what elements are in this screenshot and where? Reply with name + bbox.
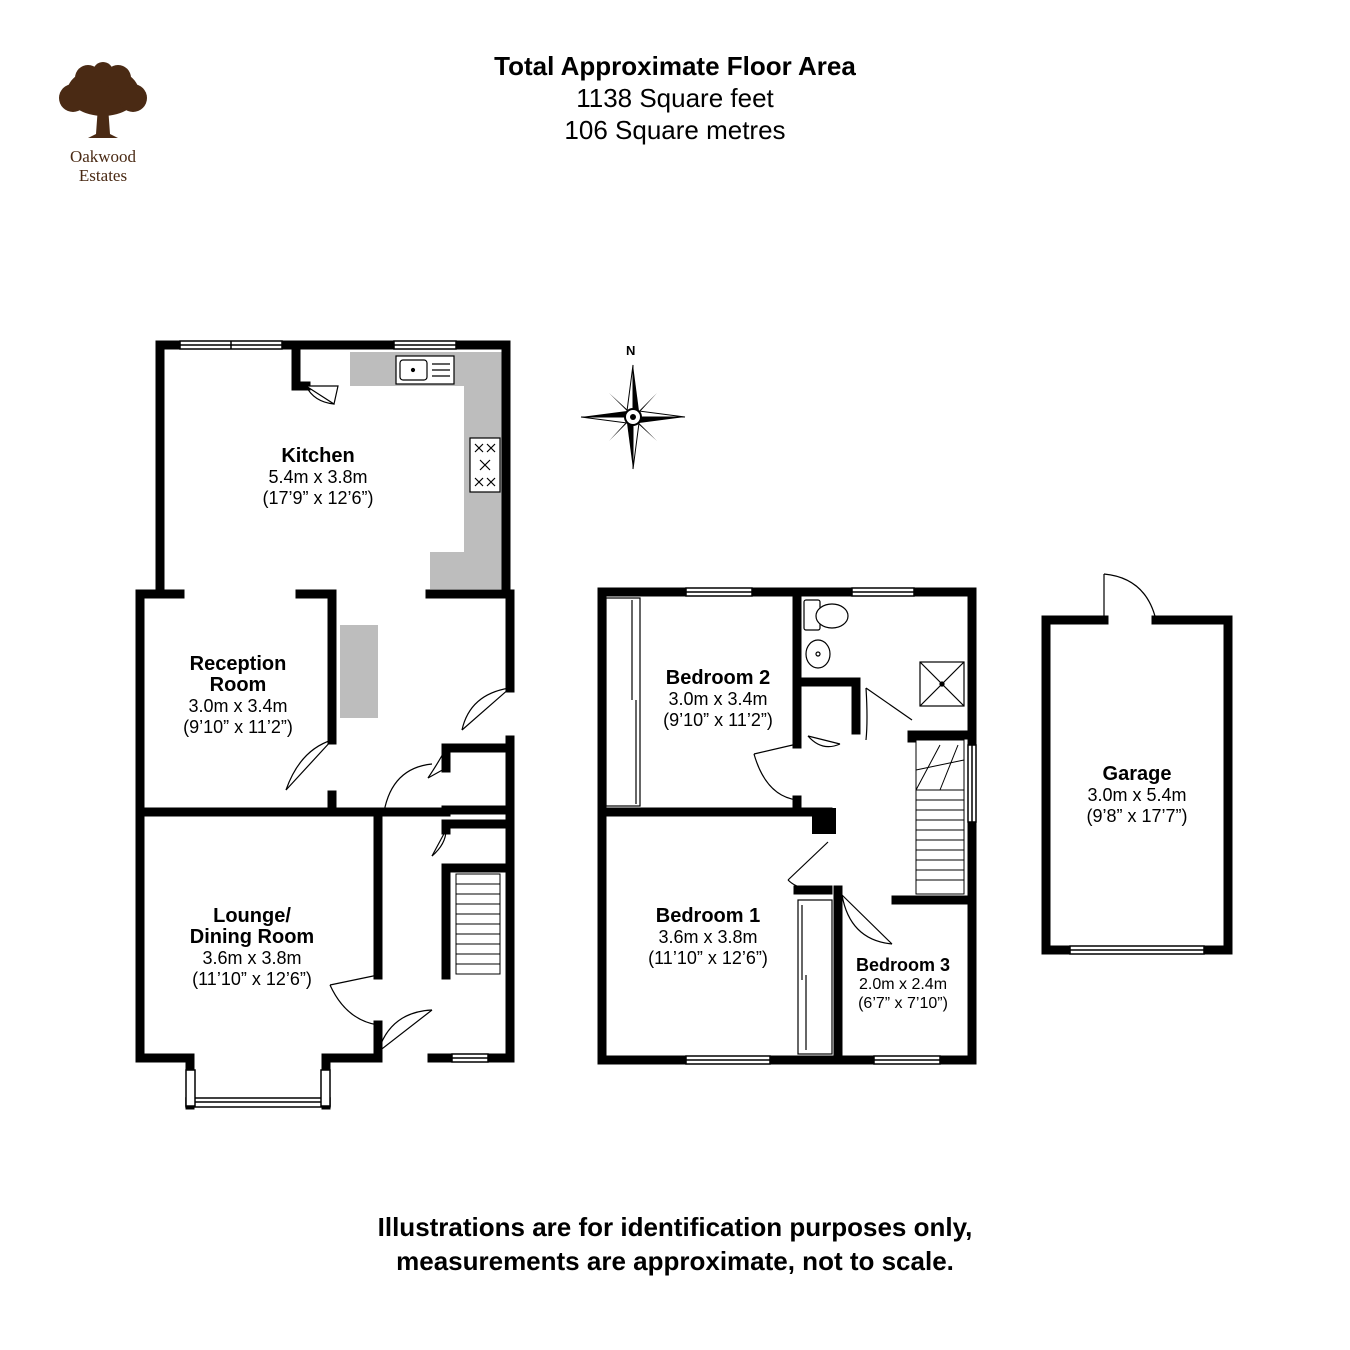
reception-metric: 3.0m x 3.4m: [188, 696, 288, 716]
toilet-icon: [803, 599, 849, 631]
floor-area-title: Total Approximate Floor Area: [494, 51, 856, 81]
logo-text-line1: Oakwood: [69, 147, 137, 166]
room-label-kitchen: Kitchen 5.4m x 3.8m (17’9” x 12’6”): [218, 446, 418, 509]
sink-icon: [395, 355, 455, 385]
floor-area-header: Total Approximate Floor Area 1138 Square…: [0, 50, 1350, 146]
first-floor-windows: [685, 587, 977, 1065]
first-floor-doors: [753, 687, 913, 945]
bedroom1-metric: 3.6m x 3.8m: [658, 927, 758, 947]
bedroom3-metric: 2.0m x 2.4m: [858, 976, 948, 993]
reception-imperial: (9’10” x 11’2”): [183, 717, 293, 737]
compass-icon: [580, 364, 686, 470]
bedroom1-imperial: (11’10” x 12’6”): [648, 948, 768, 968]
room-label-bedroom1: Bedroom 1 3.6m x 3.8m (11’10” x 12’6”): [608, 906, 808, 969]
floor-area-sqm: 106 Square metres: [564, 115, 786, 145]
bedroom1-name: Bedroom 1: [655, 905, 761, 927]
room-label-bedroom3: Bedroom 3 2.0m x 2.4m (6’7” x 7’10”): [840, 956, 966, 1013]
reception-name1: Reception: [189, 653, 287, 675]
oakwood-logo: Oakwood Estates: [48, 62, 158, 185]
bedroom3-name: Bedroom 3: [855, 955, 951, 975]
shower-icon: [919, 661, 965, 707]
garage-metric: 3.0m x 5.4m: [1087, 785, 1187, 805]
room-label-garage: Garage 3.0m x 5.4m (9’8” x 17’7”): [1062, 764, 1212, 827]
disclaimer: Illustrations are for identification pur…: [0, 1210, 1350, 1278]
first-floor-stairs: [915, 739, 965, 895]
compass-north-label: N: [626, 343, 636, 358]
ground-floor: [135, 340, 515, 1110]
lounge-name1: Lounge/: [213, 905, 291, 927]
bedroom2-name: Bedroom 2: [665, 667, 771, 689]
disclaimer-line2: measurements are approximate, not to sca…: [396, 1246, 954, 1276]
ground-stairs: [455, 873, 501, 975]
room-label-lounge: Lounge/ Dining Room 3.6m x 3.8m (11’10” …: [152, 906, 352, 990]
bedroom2-imperial: (9’10” x 11’2”): [663, 710, 773, 730]
ground-floor-doors: [285, 385, 511, 1053]
kitchen-metric: 5.4m x 3.8m: [268, 467, 368, 487]
bedroom2-metric: 3.0m x 3.4m: [668, 689, 768, 709]
oak-tree-icon: [59, 62, 147, 138]
bedroom3-imperial: (6’7” x 7’10”): [858, 995, 948, 1012]
lounge-imperial: (11’10” x 12’6”): [192, 969, 312, 989]
garage: [1041, 573, 1233, 955]
room-label-reception: Reception Room 3.0m x 3.4m (9’10” x 11’2…: [138, 654, 338, 738]
kitchen-imperial: (17’9” x 12’6”): [262, 488, 374, 508]
ground-floor-windows: [179, 340, 489, 1108]
lounge-name2: Dining Room: [189, 926, 315, 948]
first-floor-walls: [597, 587, 977, 1065]
room-label-bedroom2: Bedroom 2 3.0m x 3.4m (9’10” x 11’2”): [618, 668, 818, 731]
garage-imperial: (9’8” x 17’7”): [1086, 806, 1188, 826]
kitchen-worktop: [350, 352, 502, 589]
hob-icon: [469, 437, 501, 493]
lounge-metric: 3.6m x 3.8m: [202, 948, 302, 968]
kitchen-name: Kitchen: [281, 445, 355, 467]
chimney-breast: [340, 625, 378, 718]
disclaimer-line1: Illustrations are for identification pur…: [377, 1212, 973, 1242]
first-floor: [597, 587, 977, 1065]
reception-name2: Room: [209, 674, 267, 696]
floor-area-sqft: 1138 Square feet: [576, 83, 774, 113]
wardrobes: [605, 597, 833, 1055]
garage-name: Garage: [1102, 763, 1172, 785]
logo-text-line2: Estates: [78, 166, 128, 185]
basin-icon: [805, 639, 831, 669]
